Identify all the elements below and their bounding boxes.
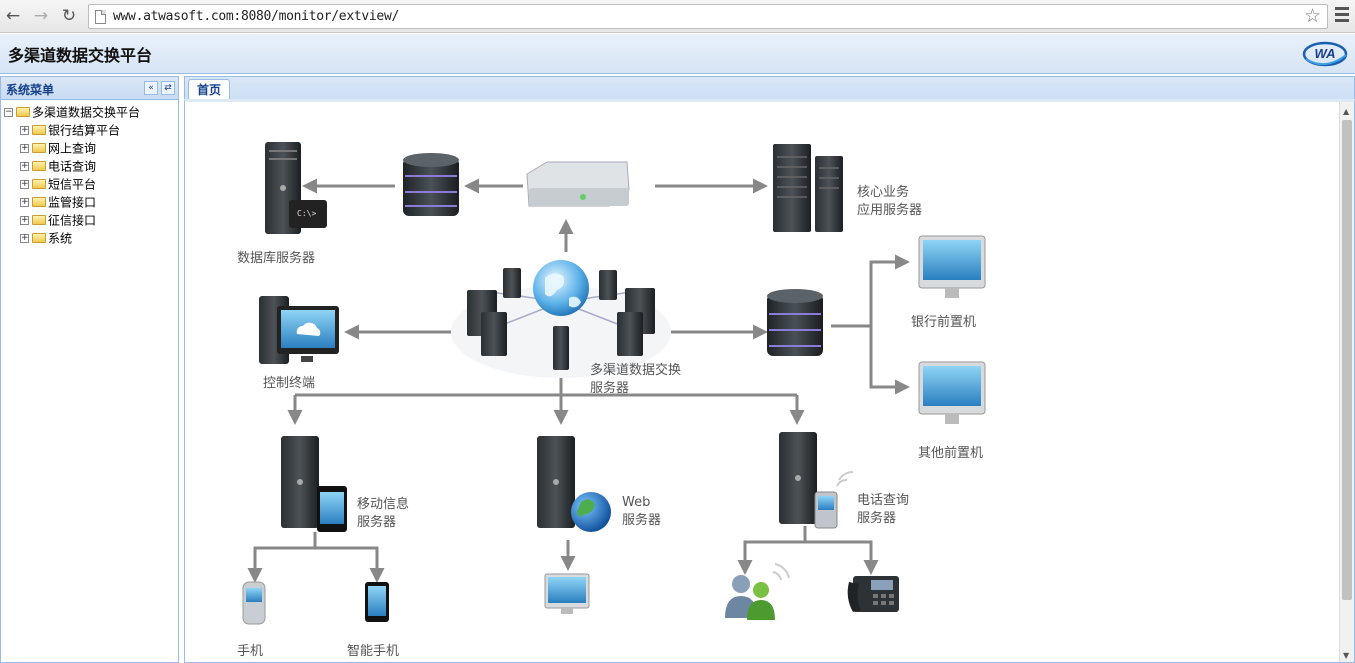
tree-item-label[interactable]: 短信平台	[48, 177, 97, 192]
tree-item-label[interactable]: 网上查询	[48, 141, 97, 156]
mobile-server-label-line1: 移动信息	[357, 497, 410, 512]
double-chevron-left-icon: «	[148, 83, 154, 93]
desk-phone-icon	[847, 576, 899, 612]
refresh-icon: ⇄	[164, 83, 172, 93]
connector-lines	[247, 178, 910, 583]
phone-server-label-line1: 电话查询	[857, 493, 910, 508]
collapse-button[interactable]: «	[144, 81, 158, 95]
mobile-info-server-icon	[281, 436, 347, 532]
main-content: C:\>	[184, 99, 1355, 663]
scrollbar-thumb[interactable]	[1342, 120, 1352, 600]
hub-label-line2: 服务器	[590, 381, 630, 396]
core-app-label-line1: 核心业务	[857, 185, 910, 200]
back-button[interactable]: ←	[2, 5, 24, 27]
forward-button[interactable]: →	[30, 5, 52, 27]
folder-icon	[32, 196, 46, 207]
company-logo: WA	[1302, 41, 1348, 67]
collapse-toggle-icon[interactable]: −	[4, 107, 13, 117]
vertical-scrollbar[interactable]: ▲ ▼	[1339, 102, 1354, 662]
browser-toolbar: ← → ↻ www.atwasoft.com:8080/monitor/extv…	[0, 0, 1355, 33]
tree-root[interactable]: − 多渠道数据交换平台	[4, 103, 178, 121]
bank-front-machine-icon	[918, 235, 986, 298]
sidebar-header: 系统菜单 « ⇄	[1, 77, 178, 100]
app-header: 多渠道数据交换平台 WA	[0, 34, 1355, 74]
tree-item-label[interactable]: 监管接口	[48, 195, 97, 210]
reload-icon: ↻	[61, 6, 77, 26]
expand-toggle-icon[interactable]: +	[20, 143, 29, 153]
web-server-icon	[537, 436, 611, 532]
scroll-up-icon[interactable]: ▲	[1343, 107, 1350, 116]
cellphone-label: 手机	[237, 644, 264, 659]
front-database-icon	[767, 289, 823, 356]
network-diagram: C:\>	[242, 142, 986, 625]
folder-icon	[32, 142, 46, 153]
phone-server-label-line2: 服务器	[857, 511, 897, 526]
tree-item-regulatory[interactable]: + 监管接口	[4, 193, 178, 211]
users-icon	[725, 563, 790, 620]
arrow-left-icon: ←	[5, 6, 21, 26]
core-app-label-line2: 应用服务器	[857, 203, 923, 218]
web-server-label-line2: 服务器	[622, 513, 662, 528]
tree-item-bank-settlement[interactable]: + 银行结算平台	[4, 121, 178, 139]
database-icon	[403, 153, 459, 216]
folder-icon	[32, 124, 46, 135]
expand-toggle-icon[interactable]: +	[20, 197, 29, 207]
tree-item-online-query[interactable]: + 网上查询	[4, 139, 178, 157]
address-bar[interactable]: www.atwasoft.com:8080/monitor/extview/ ☆	[88, 4, 1328, 29]
expand-toggle-icon[interactable]: +	[20, 215, 29, 225]
hamburger-icon[interactable]	[1335, 7, 1349, 25]
other-front-label: 其他前置机	[918, 446, 984, 461]
control-terminal-icon	[259, 296, 339, 364]
phone-query-server-icon	[779, 432, 854, 529]
smartphone-label: 智能手机	[347, 644, 400, 659]
refresh-button[interactable]: ⇄	[161, 81, 175, 95]
logo-text: WA	[1315, 46, 1336, 61]
tree-root-label[interactable]: 多渠道数据交换平台	[32, 105, 141, 120]
db-server-label: 数据库服务器	[237, 251, 316, 266]
web-client-monitor-icon	[544, 573, 590, 614]
tab-home[interactable]: 首页	[188, 79, 231, 101]
page-icon	[95, 10, 106, 24]
core-app-servers-icon	[773, 144, 843, 232]
expand-toggle-icon[interactable]: +	[20, 161, 29, 171]
hub-server-cluster-icon	[451, 260, 671, 378]
arrow-right-icon: →	[33, 6, 49, 26]
tree-item-label[interactable]: 电话查询	[48, 159, 97, 174]
app-title: 多渠道数据交换平台	[8, 46, 153, 65]
folder-icon	[32, 160, 46, 171]
expand-toggle-icon[interactable]: +	[20, 233, 29, 243]
mobile-server-label-line2: 服务器	[357, 515, 397, 530]
folder-icon	[32, 232, 46, 243]
db-server-icon: C:\>	[265, 142, 327, 234]
sidebar-title: 系统菜单	[6, 83, 55, 97]
tab-strip: 首页	[184, 76, 1355, 101]
tree-item-credit[interactable]: + 征信接口	[4, 211, 178, 229]
smartphone-icon	[365, 582, 389, 622]
tree-item-label[interactable]: 银行结算平台	[48, 123, 121, 138]
expand-toggle-icon[interactable]: +	[20, 179, 29, 189]
folder-open-icon	[16, 106, 30, 117]
tree-item-label[interactable]: 系统	[48, 231, 73, 246]
bank-front-label: 银行前置机	[911, 315, 977, 330]
other-front-machine-icon	[918, 361, 986, 424]
tree-item-label[interactable]: 征信接口	[48, 213, 97, 228]
svg-text:C:\>: C:\>	[297, 209, 316, 218]
storage-drive-icon	[526, 161, 630, 207]
tree-item-system[interactable]: + 系统	[4, 229, 178, 247]
web-server-label-line1: Web	[622, 495, 651, 510]
cellphone-icon	[242, 581, 266, 625]
tree-item-phone-query[interactable]: + 电话查询	[4, 157, 178, 175]
tree-item-sms-platform[interactable]: + 短信平台	[4, 175, 178, 193]
hub-label-line1: 多渠道数据交换	[590, 363, 682, 378]
folder-icon	[32, 214, 46, 225]
star-icon[interactable]: ☆	[1303, 5, 1321, 27]
control-terminal-label: 控制终端	[263, 376, 316, 391]
expand-toggle-icon[interactable]: +	[20, 125, 29, 135]
reload-button[interactable]: ↻	[58, 5, 80, 27]
folder-icon	[32, 178, 46, 189]
menu-tree: − 多渠道数据交换平台 + 银行结算平台 + 网上查询 + 电话查询 + 短信平台 + 监管…	[1, 100, 178, 247]
scroll-down-icon[interactable]: ▼	[1343, 651, 1350, 660]
sidebar: 系统菜单 « ⇄ − 多渠道数据交换平台 + 银行结算平台 + 网上查询 + 电话查询 …	[0, 76, 179, 663]
url-text[interactable]: www.atwasoft.com:8080/monitor/extview/	[113, 9, 400, 24]
